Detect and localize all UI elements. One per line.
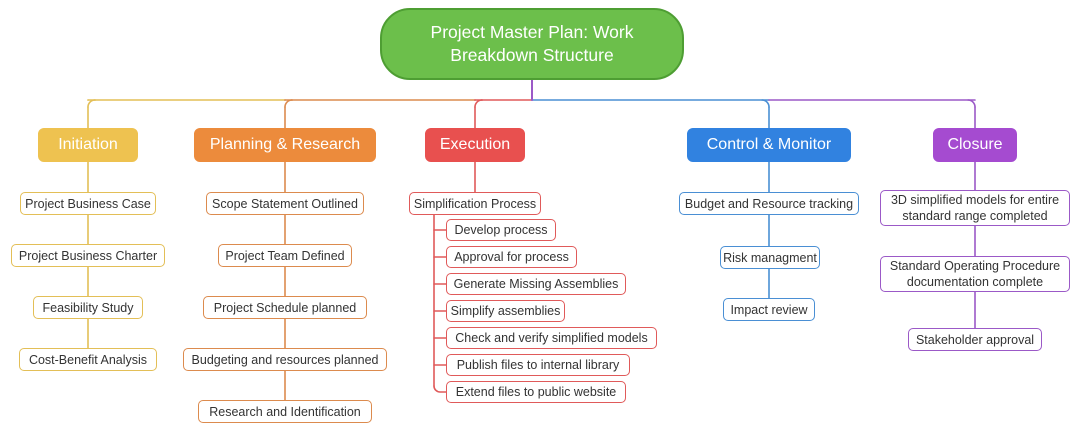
leaf-execution-sub-6[interactable]: Extend files to public website	[446, 381, 626, 403]
leaf-control-1[interactable]: Risk managment	[720, 246, 820, 269]
leaf-execution-sub-3[interactable]: Simplify assemblies	[446, 300, 565, 322]
leaf-planning-3[interactable]: Budgeting and resources planned	[183, 348, 387, 371]
branch-header-control[interactable]: Control & Monitor	[687, 128, 851, 162]
branch-header-initiation[interactable]: Initiation	[38, 128, 138, 162]
leaf-initiation-0[interactable]: Project Business Case	[20, 192, 156, 215]
leaf-execution-sub-5[interactable]: Publish files to internal library	[446, 354, 630, 376]
leaf-planning-4[interactable]: Research and Identification	[198, 400, 372, 423]
leaf-planning-2[interactable]: Project Schedule planned	[203, 296, 367, 319]
leaf-planning-1[interactable]: Project Team Defined	[218, 244, 352, 267]
leaf-initiation-2[interactable]: Feasibility Study	[33, 296, 143, 319]
leaf-planning-0[interactable]: Scope Statement Outlined	[206, 192, 364, 215]
leaf-execution-sub-0[interactable]: Develop process	[446, 219, 556, 241]
leaf-control-0[interactable]: Budget and Resource tracking	[679, 192, 859, 215]
branch-header-closure[interactable]: Closure	[933, 128, 1017, 162]
leaf-initiation-1[interactable]: Project Business Charter	[11, 244, 165, 267]
leaf-closure-2[interactable]: Stakeholder approval	[908, 328, 1042, 351]
branch-header-planning[interactable]: Planning & Research	[194, 128, 376, 162]
leaf-execution-sub-4[interactable]: Check and verify simplified models	[446, 327, 657, 349]
branch-header-execution[interactable]: Execution	[425, 128, 525, 162]
leaf-control-2[interactable]: Impact review	[723, 298, 815, 321]
leaf-closure-0[interactable]: 3D simplified models for entire standard…	[880, 190, 1070, 226]
leaf-initiation-3[interactable]: Cost-Benefit Analysis	[19, 348, 157, 371]
leaf-execution-0[interactable]: Simplification Process	[409, 192, 541, 215]
leaf-execution-sub-2[interactable]: Generate Missing Assemblies	[446, 273, 626, 295]
root-node[interactable]: Project Master Plan: Work Breakdown Stru…	[380, 8, 684, 80]
leaf-closure-1[interactable]: Standard Operating Procedure documentati…	[880, 256, 1070, 292]
leaf-execution-sub-1[interactable]: Approval for process	[446, 246, 577, 268]
